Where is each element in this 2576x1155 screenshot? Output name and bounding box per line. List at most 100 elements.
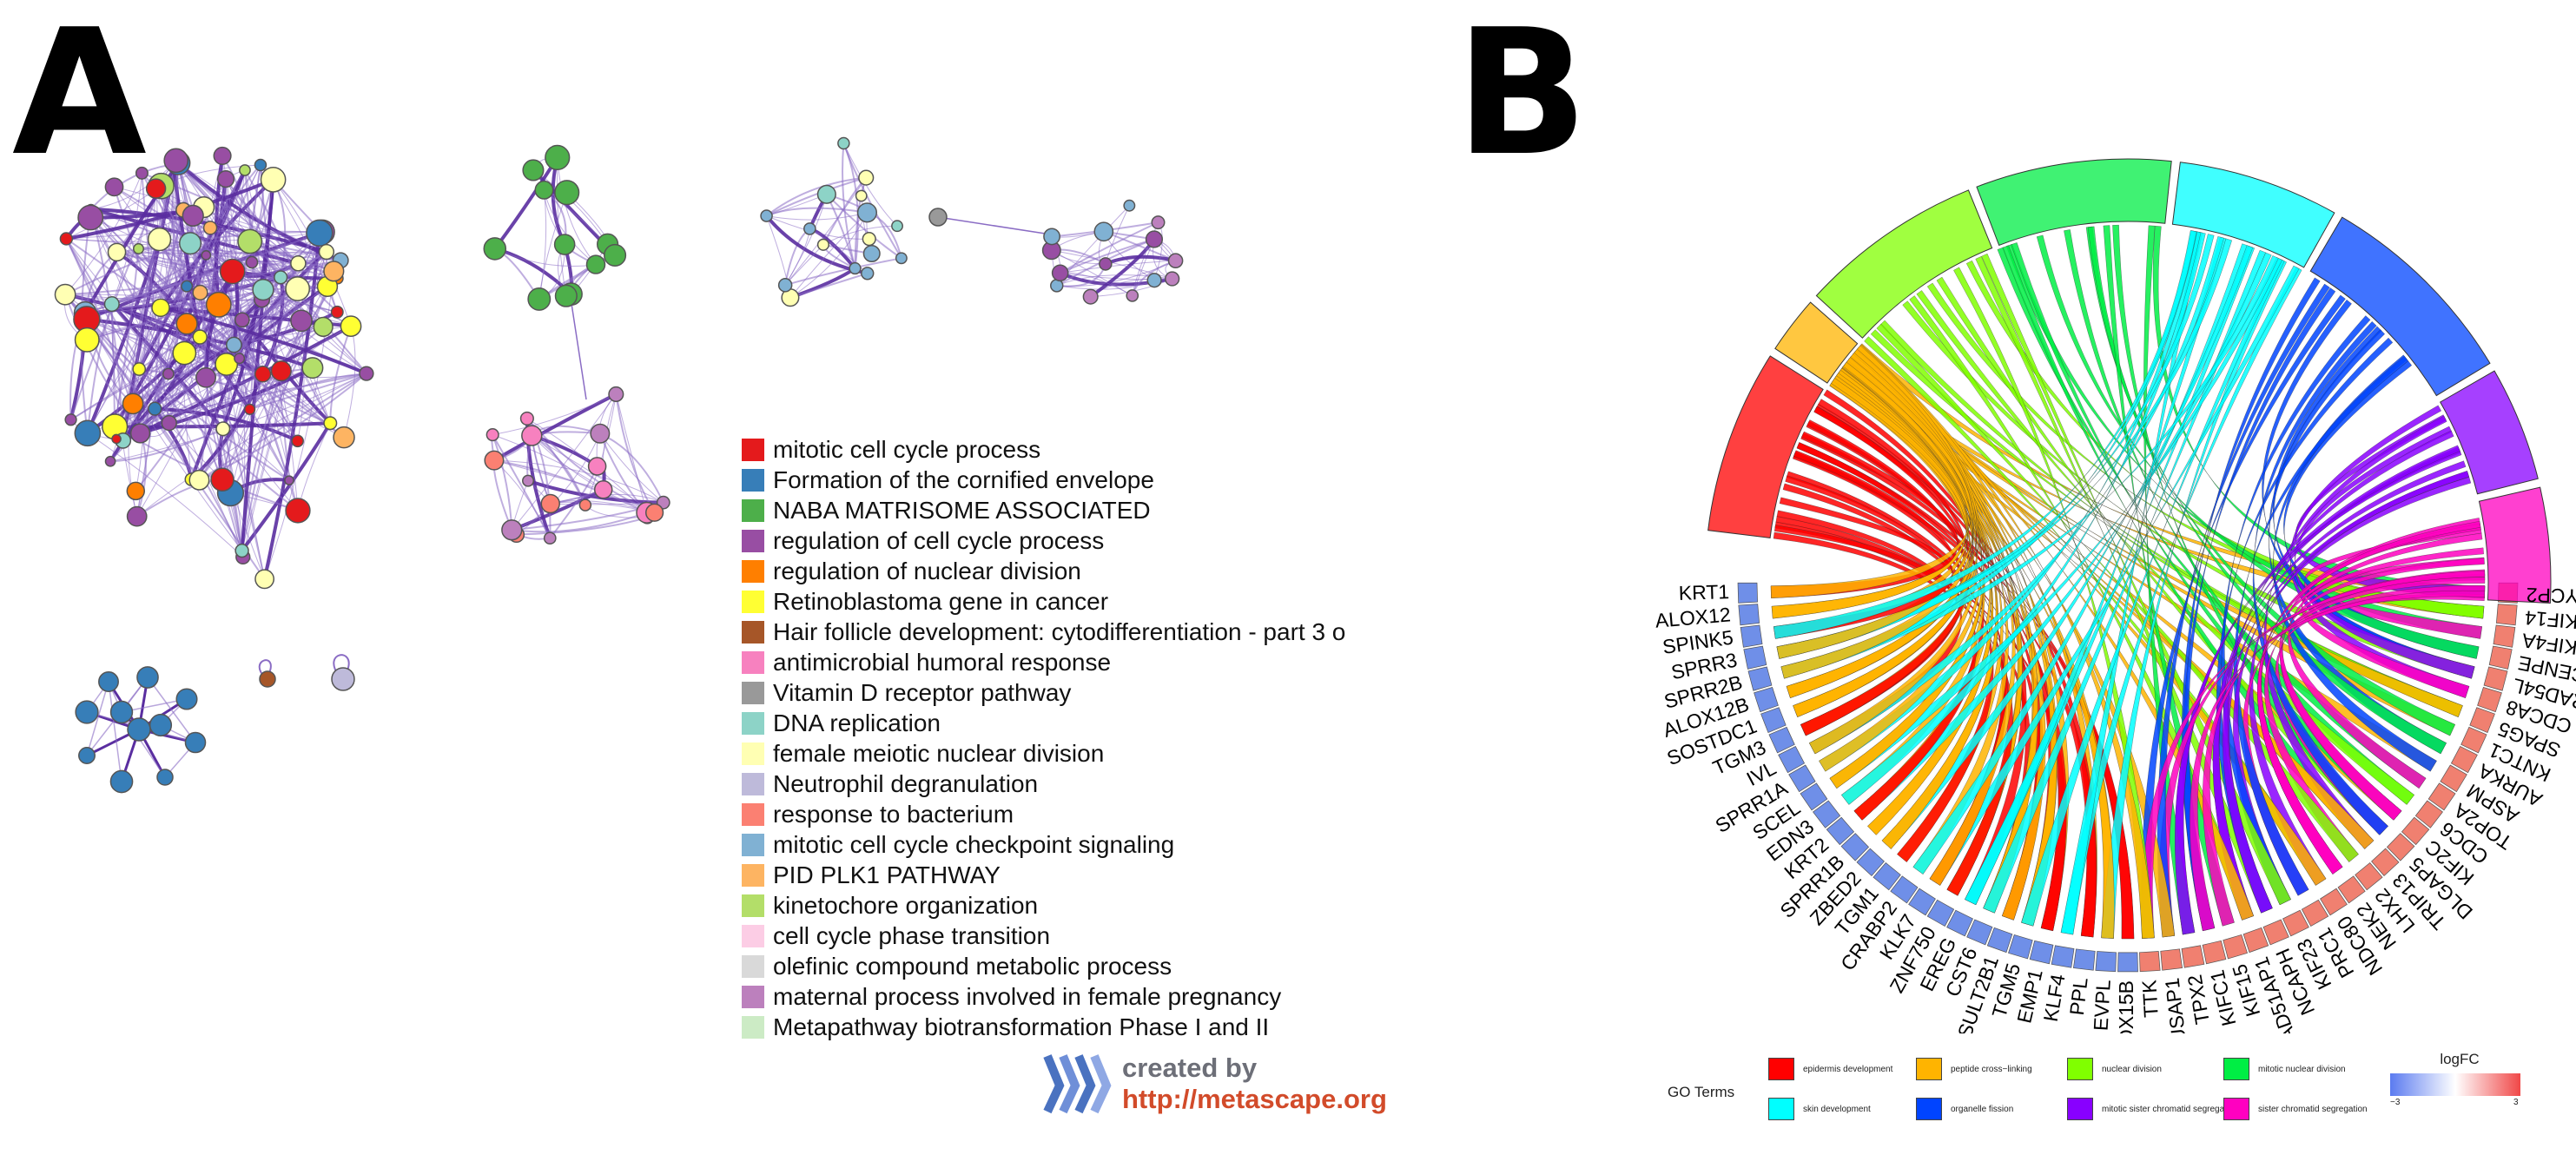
network-node <box>245 255 259 269</box>
gene-label: KRT1 <box>1678 580 1729 604</box>
chord-ribbon <box>2257 521 2481 874</box>
network-node <box>274 270 288 285</box>
network-node <box>111 433 122 445</box>
legend-swatch <box>742 863 764 887</box>
gene-logfc-box <box>1986 927 2013 954</box>
network-node <box>527 287 552 311</box>
go-term-arc <box>1707 355 1824 538</box>
network-node <box>485 428 499 442</box>
chord-ribbon <box>1785 475 1994 862</box>
gene-logfc-box <box>2262 919 2289 946</box>
legend-item: antimicrobial humoral response <box>742 647 1345 677</box>
network-node <box>270 360 292 382</box>
network-node <box>1093 221 1114 242</box>
network-edge <box>85 289 264 314</box>
network-edge <box>89 217 244 558</box>
gene-label: ALOX15B <box>2115 980 2137 1033</box>
network-edge <box>615 393 656 513</box>
network-node <box>554 284 578 307</box>
network-node <box>1167 253 1184 269</box>
network-node <box>540 493 560 514</box>
metascape-credit: created by http://metascape.org <box>1042 1051 1387 1117</box>
network-edge <box>789 272 869 299</box>
legend-item: maternal process involved in female preg… <box>742 981 1345 1012</box>
gene-logfc-box <box>2414 800 2443 828</box>
chord-ribbon <box>1793 345 1979 717</box>
network-node <box>849 261 862 275</box>
network-node <box>202 221 218 235</box>
network-node <box>126 481 146 501</box>
go-term-arc <box>2171 162 2335 268</box>
network-edge <box>108 681 122 782</box>
network-node <box>127 717 151 742</box>
legend-label: regulation of cell cycle process <box>773 526 1105 554</box>
go-term-legend-item: sister chromatid segregation <box>2223 1098 2368 1120</box>
chord-ribbon <box>1773 230 2197 639</box>
legend-swatch <box>742 772 764 795</box>
legend-label: Formation of the cornified envelope <box>773 465 1154 493</box>
network-edge <box>822 225 898 246</box>
legend-swatch <box>742 590 764 613</box>
network-node <box>129 423 151 444</box>
gene-logfc-box <box>1873 862 1901 891</box>
gene-logfc-box <box>2008 934 2033 960</box>
network-edge <box>147 676 196 743</box>
go-term-swatch <box>2067 1058 2093 1080</box>
panel-label-a: A <box>12 0 147 195</box>
go-term-swatch <box>1768 1098 1794 1120</box>
go-term-arcs <box>1707 158 2552 604</box>
network-node <box>593 480 613 499</box>
network-node <box>534 180 554 200</box>
network-node <box>254 158 268 172</box>
legend-label: mitotic cell cycle process <box>773 435 1041 463</box>
network-node <box>1151 215 1166 230</box>
network-edge <box>168 169 246 424</box>
network-node <box>604 243 627 267</box>
go-term-legend-item: mitotic sister chromatid segregation <box>2067 1098 2238 1120</box>
logfc-legend: logFC −3 3 <box>2390 1051 2529 1108</box>
network-edge <box>172 162 264 375</box>
network-node <box>188 469 210 491</box>
legend-item: response to bacterium <box>742 799 1345 829</box>
legend-item: kinetochore organization <box>742 890 1345 921</box>
network-node <box>306 219 334 247</box>
network-node <box>862 244 881 263</box>
network-node <box>163 148 189 174</box>
network-node <box>1146 273 1162 288</box>
network-node <box>162 367 175 380</box>
network-node <box>1126 289 1139 302</box>
network-edge <box>784 257 902 287</box>
network-edge <box>110 304 116 427</box>
network-edge <box>159 239 266 579</box>
logfc-colorbar <box>2390 1073 2520 1096</box>
network-node <box>578 498 592 512</box>
network-node <box>239 164 251 176</box>
network-node <box>148 401 162 416</box>
network-edge <box>789 212 868 299</box>
network-node <box>543 531 557 545</box>
logfc-title: logFC <box>2440 1051 2480 1067</box>
network-edge <box>538 189 547 300</box>
network-edge <box>244 169 331 424</box>
legend-item: mitotic cell cycle process <box>742 434 1345 465</box>
network-node <box>331 667 355 691</box>
network-node <box>254 366 272 383</box>
network-node <box>219 258 246 285</box>
network-edge <box>128 403 138 517</box>
chord-ribbon <box>1780 230 2197 679</box>
network-node <box>109 769 134 794</box>
chord-ribbon <box>2101 259 2287 939</box>
gene-logfc-box <box>2450 746 2478 774</box>
network-node <box>156 769 174 786</box>
legend-swatch <box>742 924 764 947</box>
credit-link[interactable]: http://metascape.org <box>1122 1084 1387 1114</box>
go-term-arc <box>1976 158 2172 247</box>
chord-ribbon <box>2103 225 2235 927</box>
network-node <box>179 232 202 255</box>
network-node <box>891 220 903 233</box>
network-edge <box>516 433 601 535</box>
network-node <box>237 228 263 254</box>
network-node <box>359 366 374 381</box>
network-edge <box>333 654 350 676</box>
